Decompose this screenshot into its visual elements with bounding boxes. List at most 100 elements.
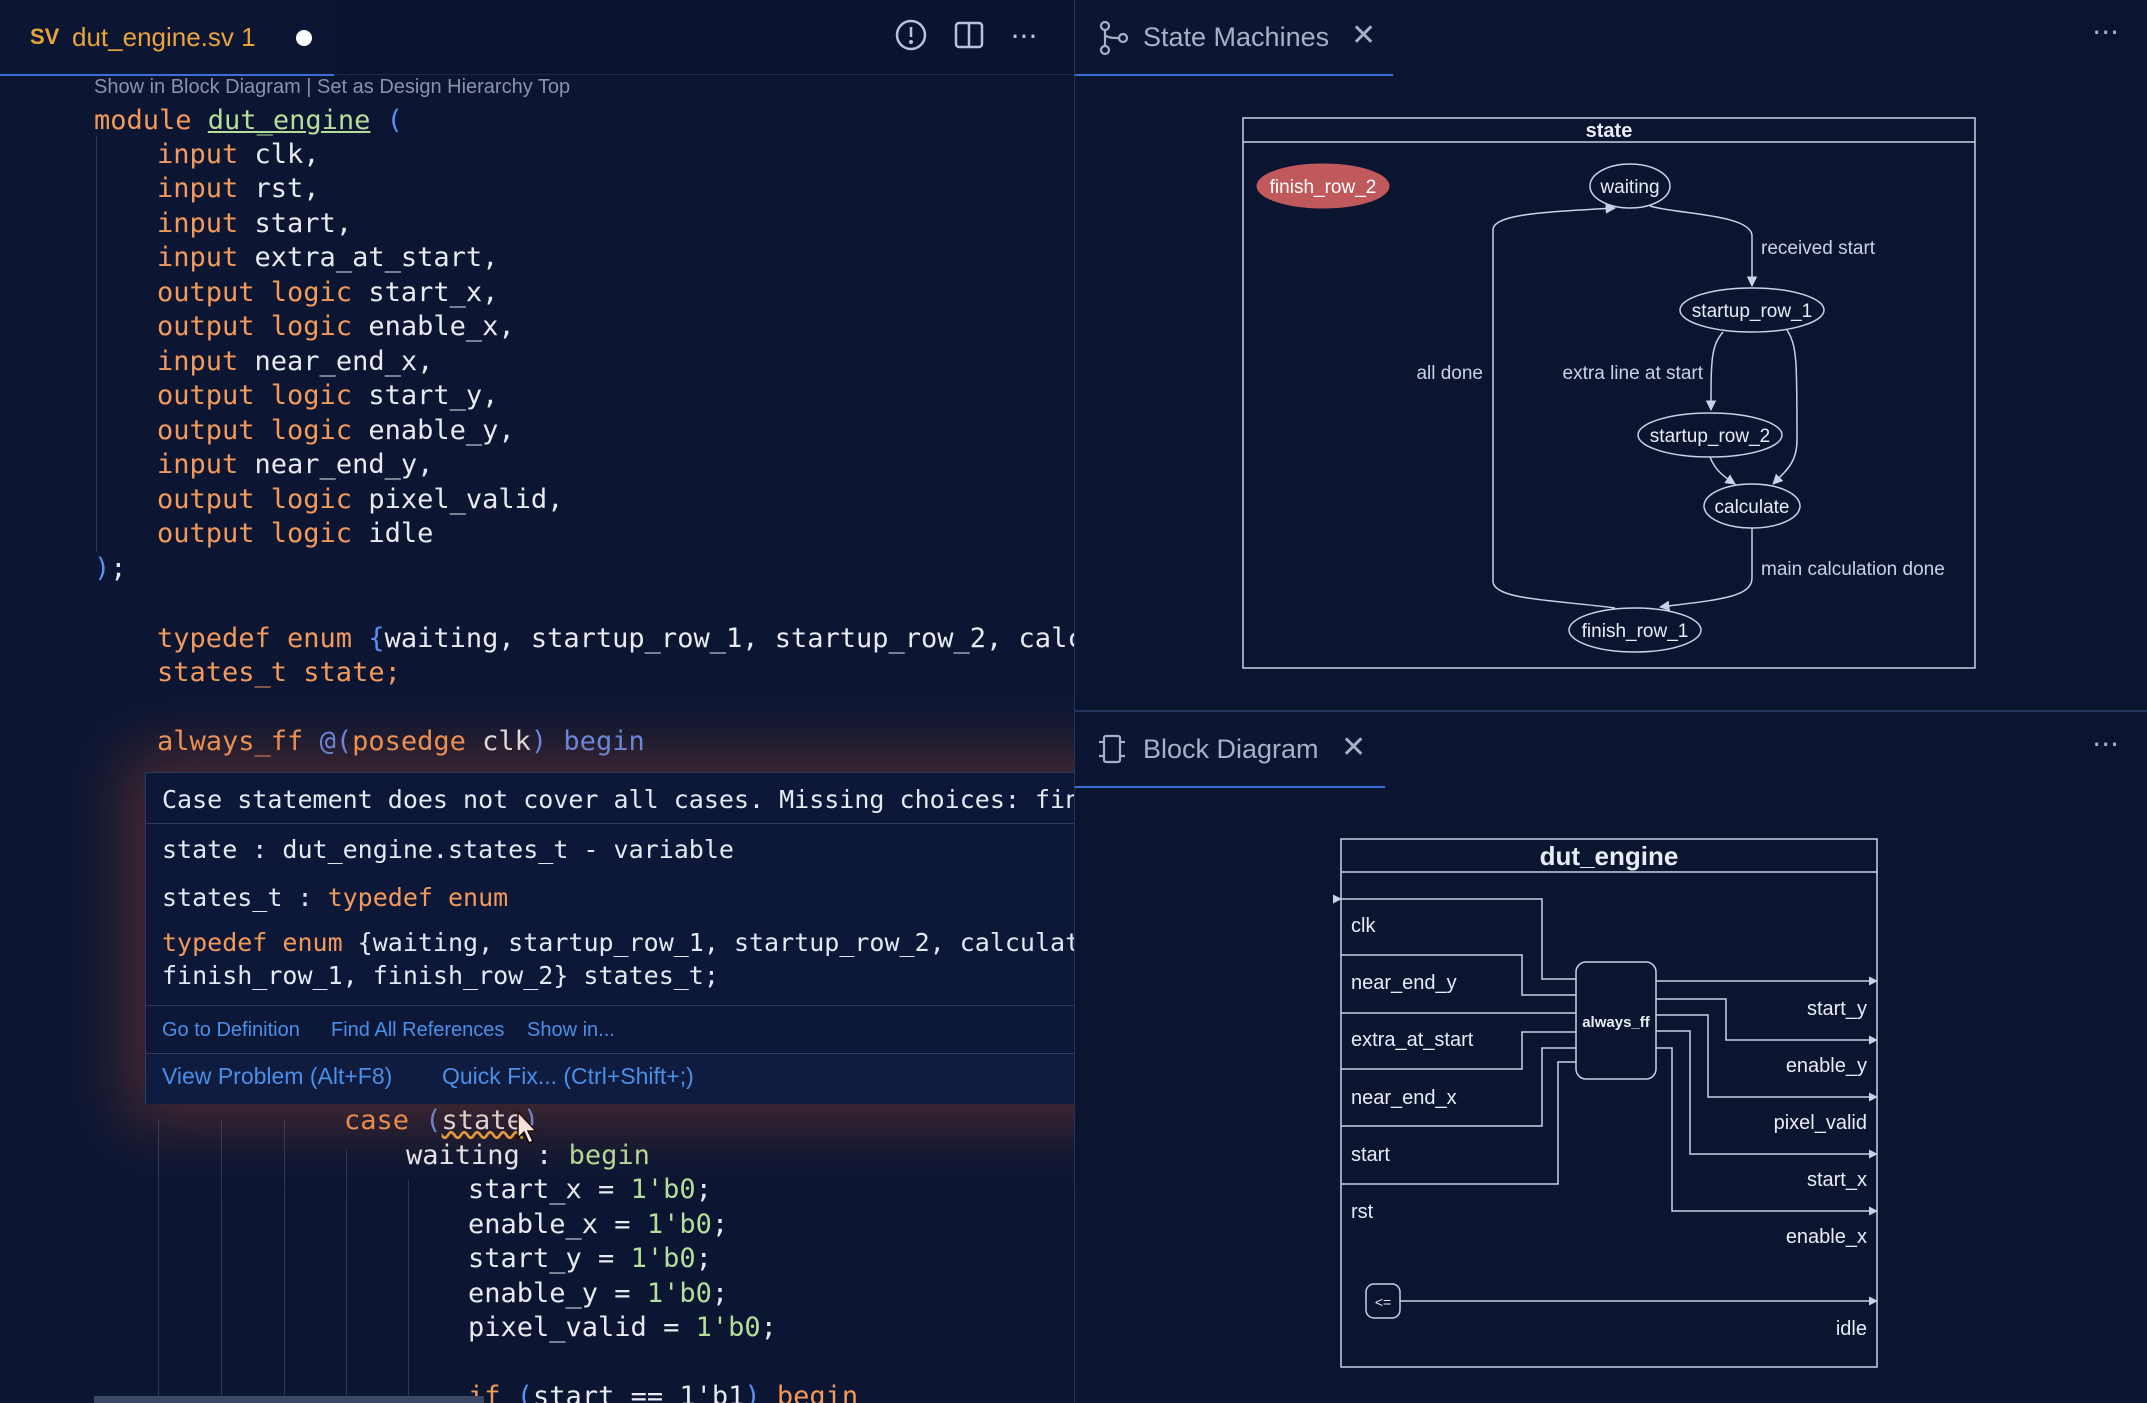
type-signature: states_t : typedef enum <box>162 883 509 912</box>
code-line-6: output logic start_x, <box>157 277 499 308</box>
editor-tab-dut-engine[interactable]: SV dut_engine.sv 1 <box>0 0 334 76</box>
indent-guide <box>408 1180 409 1403</box>
hover-divider <box>146 823 1204 824</box>
edge-label-received-start: received start <box>1761 238 1876 259</box>
output-port-pixel-valid[interactable]: pixel_valid <box>1774 1112 1867 1134</box>
systemverilog-file-icon: SV <box>30 24 60 49</box>
block-diagram: dut_engine always_ff clk near_end_y extr… <box>1332 838 1878 1368</box>
more-actions-icon[interactable]: ··· <box>2092 16 2119 49</box>
state-label-finish-row-2: finish_row_2 <box>1270 177 1377 198</box>
state-machine-diagram: state finish_row_2 waiting startup_row_1… <box>1242 117 1976 669</box>
tab-state-machines[interactable]: State Machines ✕ <box>1075 0 1393 76</box>
horizontal-split-divider[interactable] <box>1075 710 2147 712</box>
code-line-16: states_t state; <box>157 657 401 688</box>
code-line-12: output logic pixel_valid, <box>157 484 564 515</box>
close-icon[interactable]: ✕ <box>1351 18 1377 53</box>
edge-label-extra-line: extra line at start <box>1563 363 1704 384</box>
quick-fix-action[interactable]: Quick Fix... (Ctrl+Shift+;) <box>442 1063 694 1089</box>
code-line-1: module dut_engine ( <box>94 105 403 136</box>
code-line-waiting: waiting : begin <box>406 1140 650 1171</box>
state-node-waiting[interactable] <box>1589 163 1671 209</box>
input-port-start[interactable]: start <box>1351 1144 1390 1166</box>
codelens-actions[interactable]: Show in Block Diagram | Set as Design Hi… <box>94 76 571 98</box>
open-changes-icon[interactable] <box>892 18 930 56</box>
code-line-5: input extra_at_start, <box>157 242 499 273</box>
editor-tab-bar: SV dut_engine.sv 1 ··· <box>0 0 1074 76</box>
state-label-startup-row-1: startup_row_1 <box>1692 301 1812 322</box>
always-ff-block[interactable] <box>1575 961 1657 1080</box>
edge-label-all-done: all done <box>1416 363 1483 384</box>
code-line-15: typedef enum {waiting, startup_row_1, st… <box>157 623 1074 654</box>
block-diagram-pane: Block Diagram ✕ ··· dut_engine always_ff… <box>1075 712 2147 1403</box>
input-port-near-end-x[interactable]: near_end_x <box>1351 1087 1457 1109</box>
output-ports: start_y enable_y pixel_valid start_x ena… <box>1365 976 1878 1340</box>
state-node-finish-row-2[interactable] <box>1256 163 1390 209</box>
output-port-enable-x[interactable]: enable_x <box>1786 1226 1867 1248</box>
module-title: dut_engine <box>1540 841 1679 871</box>
go-to-definition-link[interactable]: Go to Definition <box>162 1019 300 1041</box>
state-label-startup-row-2: startup_row_2 <box>1650 426 1770 447</box>
state-node-finish-row-1[interactable] <box>1568 607 1702 653</box>
indent-guide <box>346 1150 347 1403</box>
code-line-2: input clk, <box>157 139 320 170</box>
output-port-start-y[interactable]: start_y <box>1807 998 1867 1020</box>
input-port-near-end-y[interactable]: near_end_y <box>1351 972 1457 994</box>
code-line-10: output logic enable_y, <box>157 415 515 446</box>
more-actions-icon[interactable]: ··· <box>2092 728 2119 761</box>
tab-block-diagram[interactable]: Block Diagram ✕ <box>1075 712 1385 788</box>
code-line-4: input start, <box>157 208 353 239</box>
hover-divider <box>146 1005 1204 1006</box>
block-diagram-icon <box>1099 734 1125 764</box>
code-line-if-start: if (start == 1'b1) begin <box>468 1381 859 1403</box>
code-line-start-y: start_y = 1'b0; <box>468 1243 712 1274</box>
edge-finish-row-1-waiting <box>1492 203 1617 609</box>
state-frame-title: state <box>1586 120 1633 142</box>
type-definition-line-1: typedef enum {waiting, startup_row_1, st… <box>162 928 1111 957</box>
input-port-clk[interactable]: clk <box>1351 915 1376 937</box>
code-line-7: output logic enable_x, <box>157 311 515 342</box>
show-in-link[interactable]: Show in... <box>527 1019 615 1041</box>
state-label-waiting: waiting <box>1599 177 1659 198</box>
state-label-calculate: calculate <box>1715 497 1790 518</box>
input-ports: clk near_end_y extra_at_start near_end_x… <box>1332 894 1576 1223</box>
horizontal-scrollbar[interactable] <box>94 1396 484 1403</box>
state-frame <box>1242 117 1976 669</box>
output-port-enable-y[interactable]: enable_y <box>1786 1055 1867 1077</box>
vertical-split-divider[interactable] <box>1074 0 1075 1403</box>
code-line-case: case (state) <box>344 1105 540 1136</box>
edge-label-main-calculation-done: main calculation done <box>1761 559 1945 580</box>
edge-startup-row-1-calculate <box>1772 329 1798 485</box>
variable-signature: state : dut_engine.states_t - variable <box>162 835 734 864</box>
edge-startup-row-1-startup-row-2 <box>1705 331 1724 412</box>
edge-waiting-startup-row-1 <box>1649 205 1758 288</box>
more-actions-icon[interactable]: ··· <box>1010 20 1038 53</box>
state-machine-icon <box>1099 20 1129 56</box>
tab-filename: dut_engine.sv 1 <box>72 22 256 52</box>
output-port-start-x[interactable]: start_x <box>1807 1169 1867 1191</box>
indent-guide <box>158 1120 159 1403</box>
code-editor[interactable]: SV dut_engine.sv 1 ··· Show in Block Dia… <box>0 0 1074 1403</box>
input-port-rst[interactable]: rst <box>1351 1201 1374 1223</box>
code-line-13: output logic idle <box>157 518 434 549</box>
edge-startup-row-2-calculate <box>1709 456 1736 485</box>
code-line-enable-y: enable_y = 1'b0; <box>468 1278 729 1309</box>
find-all-references-link[interactable]: Find All References <box>331 1019 505 1041</box>
hover-status-bar <box>146 1053 1204 1104</box>
close-icon[interactable]: ✕ <box>1341 730 1367 765</box>
mouse-cursor-icon <box>517 1110 538 1145</box>
output-port-idle[interactable]: idle <box>1836 1318 1867 1340</box>
hover-tooltip: Case statement does not cover all cases.… <box>145 772 1216 1104</box>
indent-guide <box>284 1120 285 1403</box>
code-line-8: input near_end_x, <box>157 346 434 377</box>
type-definition-line-2: finish_row_1, finish_row_2} states_t; <box>162 961 719 990</box>
code-line-3: input rst, <box>157 173 320 204</box>
split-editor-icon[interactable] <box>950 18 988 56</box>
code-line-11: input near_end_y, <box>157 449 434 480</box>
unsaved-dot-icon[interactable] <box>296 30 312 46</box>
code-line-enable-x: enable_x = 1'b0; <box>468 1209 729 1240</box>
input-port-extra-at-start[interactable]: extra_at_start <box>1351 1029 1474 1051</box>
state-node-startup-row-1[interactable] <box>1679 287 1825 333</box>
view-problem-action[interactable]: View Problem (Alt+F8) <box>162 1063 393 1089</box>
assign-label: <= <box>1375 1294 1391 1310</box>
code-line-start-x: start_x = 1'b0; <box>468 1174 712 1205</box>
